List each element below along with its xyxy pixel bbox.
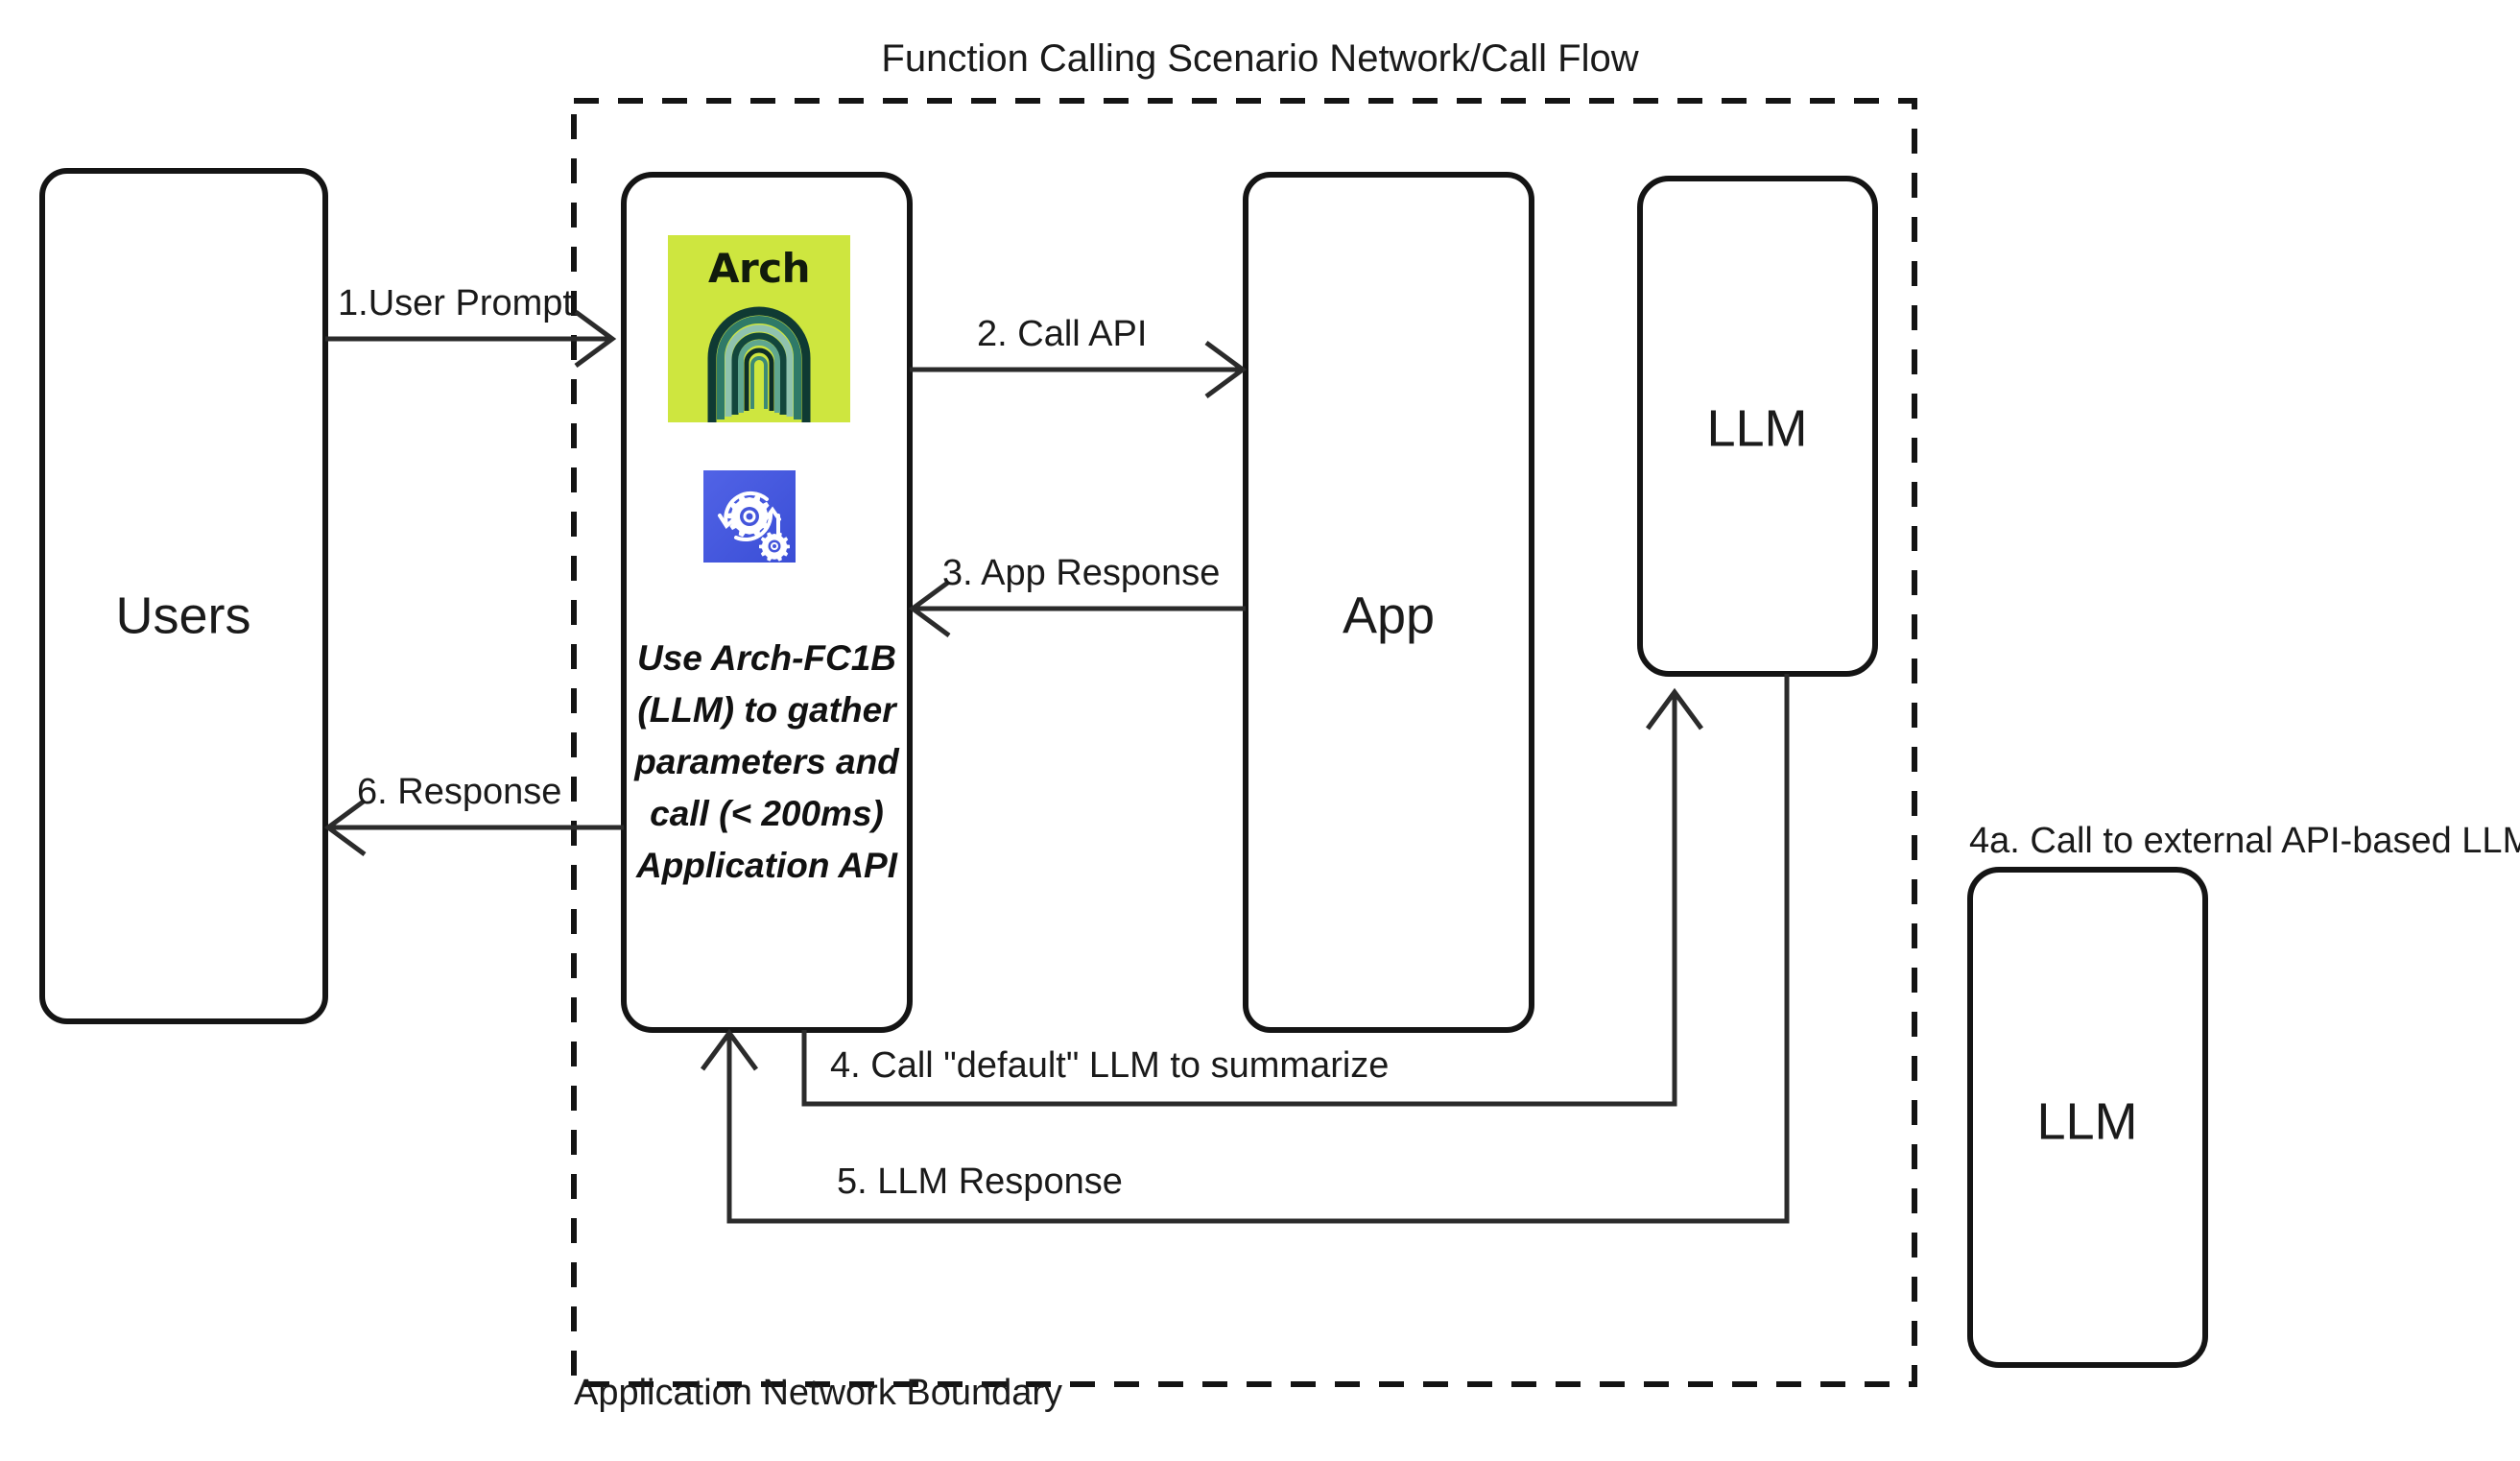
arch-logo-wordmark: Arch [707, 245, 811, 292]
flow-4-label: 4. Call "default" LLM to summarize [830, 1045, 1389, 1086]
diagram-title: Function Calling Scenario Network/Call F… [881, 37, 1638, 80]
boundary-label: Application Network Boundary [574, 1373, 1062, 1413]
flow-4a-label: 4a. Call to external API-based LLM [1969, 821, 2520, 861]
node-llm-external-label: LLM [2036, 1092, 2137, 1150]
arch-note-line-4: call (< 200ms) [650, 794, 884, 833]
application-network-boundary [571, 98, 1917, 1387]
flow-6-label: 6. Response [357, 772, 561, 812]
arch-rainbow-icon [707, 306, 811, 422]
arch-note-line-3: parameters and [633, 742, 900, 781]
arch-logo-tile: Arch [668, 235, 850, 422]
flow-5-label: 5. LLM Response [837, 1162, 1123, 1202]
flow-1-user-prompt: 1.User Prompt [325, 283, 617, 369]
node-app-label: App [1343, 587, 1435, 644]
gears-refresh-icon [718, 491, 790, 562]
flow-2-call-api: 2. Call API [910, 314, 1248, 399]
node-llm-internal-label: LLM [1706, 399, 1807, 457]
flow-3-app-response: 3. App Response [908, 553, 1246, 638]
flow-4-call-default-llm: 4. Call "default" LLM to summarize [801, 687, 1704, 1107]
flow-5-llm-response: 5. LLM Response [700, 674, 1790, 1224]
arch-note-line-5: Application API [635, 846, 898, 885]
gears-refresh-icon-tile [703, 470, 796, 563]
node-llm-external[interactable] [1967, 867, 2208, 1368]
flow-1-label: 1.User Prompt [338, 283, 573, 323]
node-app[interactable] [1243, 172, 1534, 1033]
flow-6-response: 6. Response [323, 772, 624, 857]
flow-3-label: 3. App Response [942, 553, 1220, 593]
node-llm-internal[interactable] [1637, 176, 1878, 677]
arch-note: Use Arch-FC1B (LLM) to gather parameters… [633, 638, 900, 885]
node-users-label: Users [115, 587, 250, 644]
node-users[interactable] [39, 168, 328, 1024]
arch-note-line-2: (LLM) to gather [637, 690, 898, 730]
flow-2-label: 2. Call API [977, 314, 1147, 354]
arch-note-line-1: Use Arch-FC1B [637, 638, 896, 678]
